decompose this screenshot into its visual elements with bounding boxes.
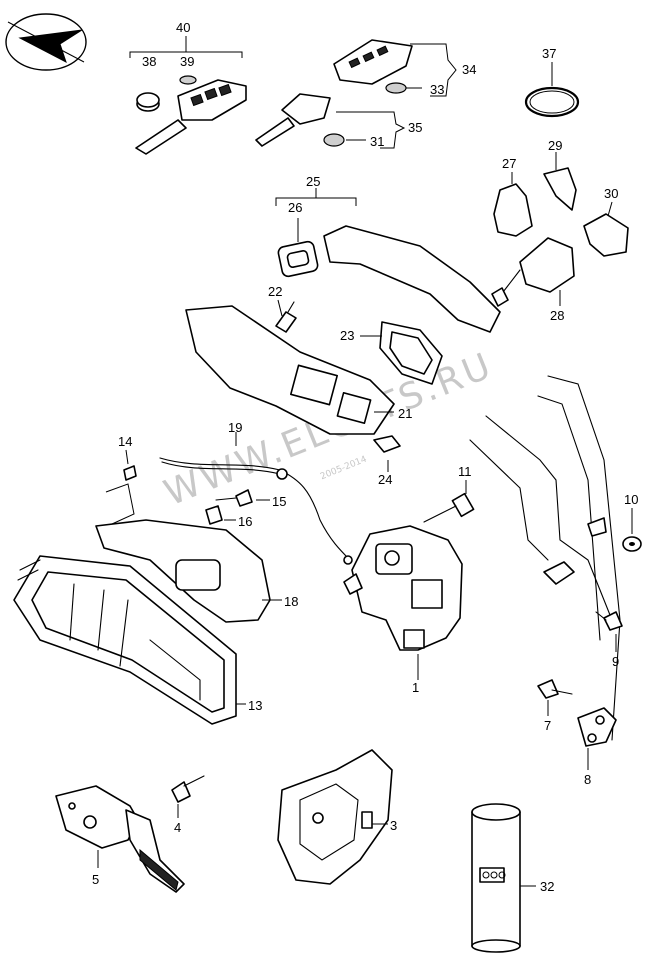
- lock-cylinder-group: [491, 152, 629, 307]
- part-labels: 40 38 39 37 34 33 35 31 29 27 25 30 26 2…: [92, 20, 638, 894]
- o-ring: [524, 62, 580, 118]
- label-26: 26: [288, 200, 302, 215]
- door-lock: [343, 525, 463, 680]
- spray-can: [471, 803, 536, 953]
- label-4: 4: [174, 820, 181, 835]
- label-15: 15: [272, 494, 286, 509]
- bolt: [595, 611, 623, 652]
- key-housing-group: [255, 39, 457, 149]
- lock-cover: [277, 749, 393, 885]
- watermark-code: 2005-2014: [319, 454, 368, 482]
- label-40: 40: [176, 20, 190, 35]
- label-10: 10: [624, 492, 638, 507]
- label-38: 38: [142, 54, 156, 69]
- label-23: 23: [340, 328, 354, 343]
- label-18: 18: [284, 594, 298, 609]
- label-3: 3: [390, 818, 397, 833]
- striker-group: [537, 679, 617, 770]
- label-8: 8: [584, 772, 591, 787]
- label-39: 39: [180, 54, 194, 69]
- lock-rod: [423, 480, 475, 523]
- label-28: 28: [550, 308, 564, 323]
- label-29: 29: [548, 138, 562, 153]
- label-1: 1: [412, 680, 419, 695]
- label-7: 7: [544, 718, 551, 733]
- door-frame: [469, 375, 642, 741]
- direction-arrow-icon: [5, 13, 87, 71]
- outer-handle-group: [275, 188, 501, 333]
- lower-bracket-group: [55, 775, 205, 893]
- door-bezel: [13, 555, 246, 725]
- label-22: 22: [268, 284, 282, 299]
- label-11: 11: [458, 464, 472, 479]
- label-34: 34: [462, 62, 476, 77]
- label-37: 37: [542, 46, 556, 61]
- label-16: 16: [238, 514, 252, 529]
- label-27: 27: [502, 156, 516, 171]
- label-33: 33: [430, 82, 444, 97]
- label-31: 31: [370, 134, 384, 149]
- handle-bracket: [95, 519, 282, 623]
- label-5: 5: [92, 872, 99, 887]
- label-9: 9: [612, 654, 619, 669]
- label-32: 32: [540, 879, 554, 894]
- cable-group: [105, 432, 353, 565]
- key-set-group: [129, 36, 247, 155]
- label-24: 24: [378, 472, 392, 487]
- label-30: 30: [604, 186, 618, 201]
- label-35: 35: [408, 120, 422, 135]
- label-19: 19: [228, 420, 242, 435]
- label-14: 14: [118, 434, 132, 449]
- label-13: 13: [248, 698, 262, 713]
- handle-carrier-group: [185, 299, 443, 472]
- label-25: 25: [306, 174, 320, 189]
- label-21: 21: [398, 406, 412, 421]
